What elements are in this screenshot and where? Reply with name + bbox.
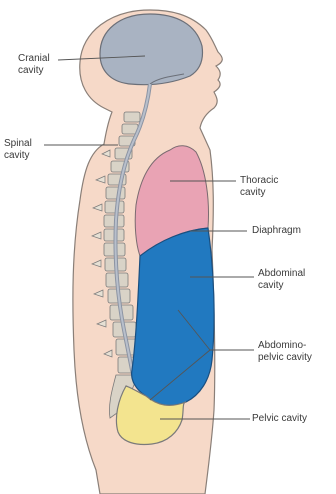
label-diaphragm: Diaphragm: [252, 225, 301, 237]
label-abdominal-cavity: Abdominal cavity: [258, 268, 305, 292]
cranial-cavity-shape: [100, 14, 203, 85]
label-cranial-cavity: Cranial cavity: [18, 53, 50, 77]
label-spinal-cavity: Spinal cavity: [4, 138, 32, 162]
label-pelvic-cavity: Pelvic cavity: [252, 413, 307, 425]
label-thoracic-cavity: Thoracic cavity: [240, 175, 278, 199]
label-abdominopelvic-cavity: Abdomino- pelvic cavity: [258, 340, 312, 364]
abdominal-cavity-shape: [132, 228, 214, 405]
